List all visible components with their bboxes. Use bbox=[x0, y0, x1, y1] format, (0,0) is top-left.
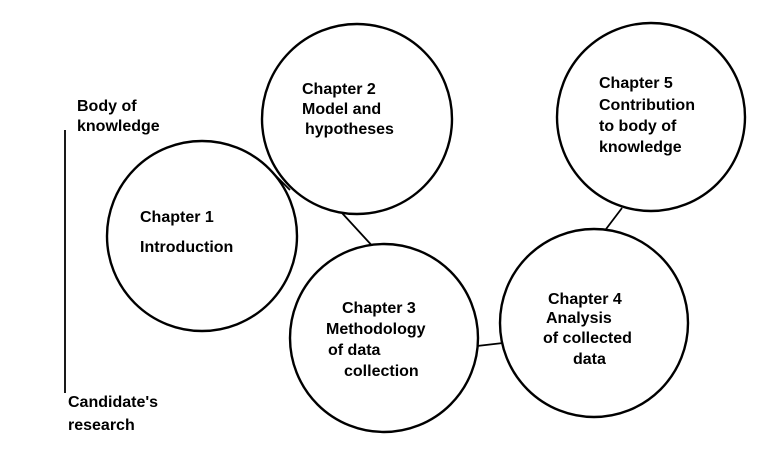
chapter-3-text: Chapter 3 Methodology of data collection bbox=[326, 300, 430, 380]
chapter-4-line-4: data bbox=[573, 351, 606, 368]
chapter-1-line-1: Chapter 1 bbox=[140, 209, 214, 226]
axis-top-label-line-2: knowledge bbox=[77, 118, 160, 135]
chapter-1-text: Chapter 1 Introduction bbox=[140, 209, 233, 256]
chapter-3-line-2: Methodology bbox=[326, 321, 426, 338]
chapter-4-line-3: of collected bbox=[543, 330, 632, 347]
chapter-2-line-2: Model and bbox=[302, 101, 381, 118]
chapter-1-node: Chapter 1 Introduction bbox=[105, 139, 299, 333]
axis-bottom-label-line-2: research bbox=[68, 417, 135, 434]
chapter-5-line-3: to body of bbox=[599, 118, 677, 135]
chapter-2-line-3: hypotheses bbox=[305, 121, 394, 138]
axis-bottom-label: Candidate's research bbox=[68, 394, 163, 434]
chapter-5-line-2: Contribution bbox=[599, 97, 695, 114]
chapter-4-circle bbox=[498, 227, 690, 419]
chapter-2-line-1: Chapter 2 bbox=[302, 81, 376, 98]
axis-top-label-line-1: Body of bbox=[77, 98, 137, 115]
chapter-5-text: Chapter 5 Contribution to body of knowle… bbox=[599, 75, 699, 156]
chapter-5-node: Chapter 5 Contribution to body of knowle… bbox=[555, 21, 747, 213]
chapter-4-line-2: Analysis bbox=[546, 310, 612, 327]
chapter-3-node: Chapter 3 Methodology of data collection bbox=[288, 242, 480, 434]
chapter-3-circle bbox=[288, 242, 480, 434]
axis-top-label: Body of knowledge bbox=[77, 98, 160, 135]
axis-bottom-label-line-1: Candidate's bbox=[68, 394, 158, 411]
chapter-5-circle bbox=[555, 21, 747, 213]
chapter-4-node: Chapter 4 Analysis of collected data bbox=[498, 227, 690, 419]
chapter-3-line-4: collection bbox=[344, 363, 419, 380]
chapter-4-text: Chapter 4 Analysis of collected data bbox=[543, 291, 636, 368]
chapter-2-text: Chapter 2 Model and hypotheses bbox=[302, 81, 394, 138]
chapter-3-line-1: Chapter 3 bbox=[342, 300, 416, 317]
chapter-2-node: Chapter 2 Model and hypotheses bbox=[260, 22, 454, 216]
chapter-1-circle bbox=[105, 139, 299, 333]
connector-chapter-3-4 bbox=[476, 342, 504, 347]
chapter-1-line-2: Introduction bbox=[140, 239, 233, 256]
chapter-5-line-4: knowledge bbox=[599, 139, 682, 156]
chapter-3-line-3: of data bbox=[328, 342, 381, 359]
chapter-2-circle bbox=[260, 22, 454, 216]
chapter-5-line-1: Chapter 5 bbox=[599, 75, 673, 92]
chapter-4-line-1: Chapter 4 bbox=[548, 291, 622, 308]
